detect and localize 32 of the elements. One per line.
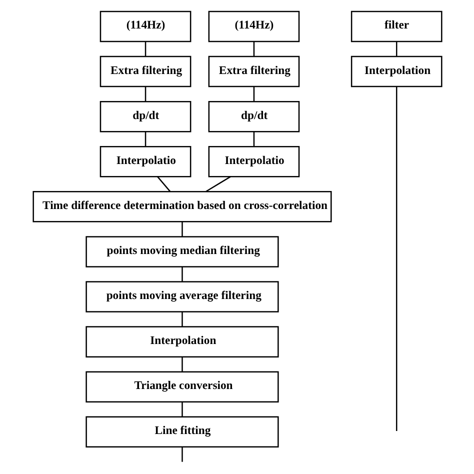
- connector: [181, 446, 182, 462]
- connector: [181, 356, 182, 372]
- connector: [181, 266, 182, 282]
- node-box: (114Hz): [208, 10, 300, 42]
- node-box: Extra filtering: [208, 56, 300, 88]
- connector: [181, 402, 182, 417]
- node-box: points moving average filtering: [85, 281, 278, 312]
- node-box: Interpolatio: [99, 146, 191, 178]
- connector: [181, 312, 182, 327]
- node-box: Triangle conversion: [85, 371, 278, 402]
- connector: [396, 86, 397, 432]
- connector: [252, 42, 254, 56]
- connector: [144, 132, 146, 146]
- node-box: Line fitting: [85, 416, 278, 448]
- connector: [181, 222, 182, 236]
- node-box: dp/dt: [99, 100, 191, 132]
- node-box: Interpolation: [85, 326, 278, 358]
- connector: [204, 176, 230, 192]
- node-box: dp/dt: [208, 100, 300, 132]
- node-box: (114Hz): [99, 10, 191, 42]
- node-box: Time difference determination based on cross-correlation: [32, 191, 332, 222]
- node-box: filter: [350, 10, 442, 42]
- connector: [252, 86, 254, 102]
- connector: [144, 86, 146, 102]
- node-box: points moving median filtering: [85, 236, 278, 268]
- node-box: Interpolatio: [208, 146, 300, 178]
- connector: [252, 132, 254, 146]
- connector: [396, 42, 397, 56]
- node-box: Interpolation: [350, 56, 442, 88]
- connector: [144, 42, 146, 56]
- node-box: Extra filtering: [99, 56, 191, 88]
- connector: [156, 176, 170, 192]
